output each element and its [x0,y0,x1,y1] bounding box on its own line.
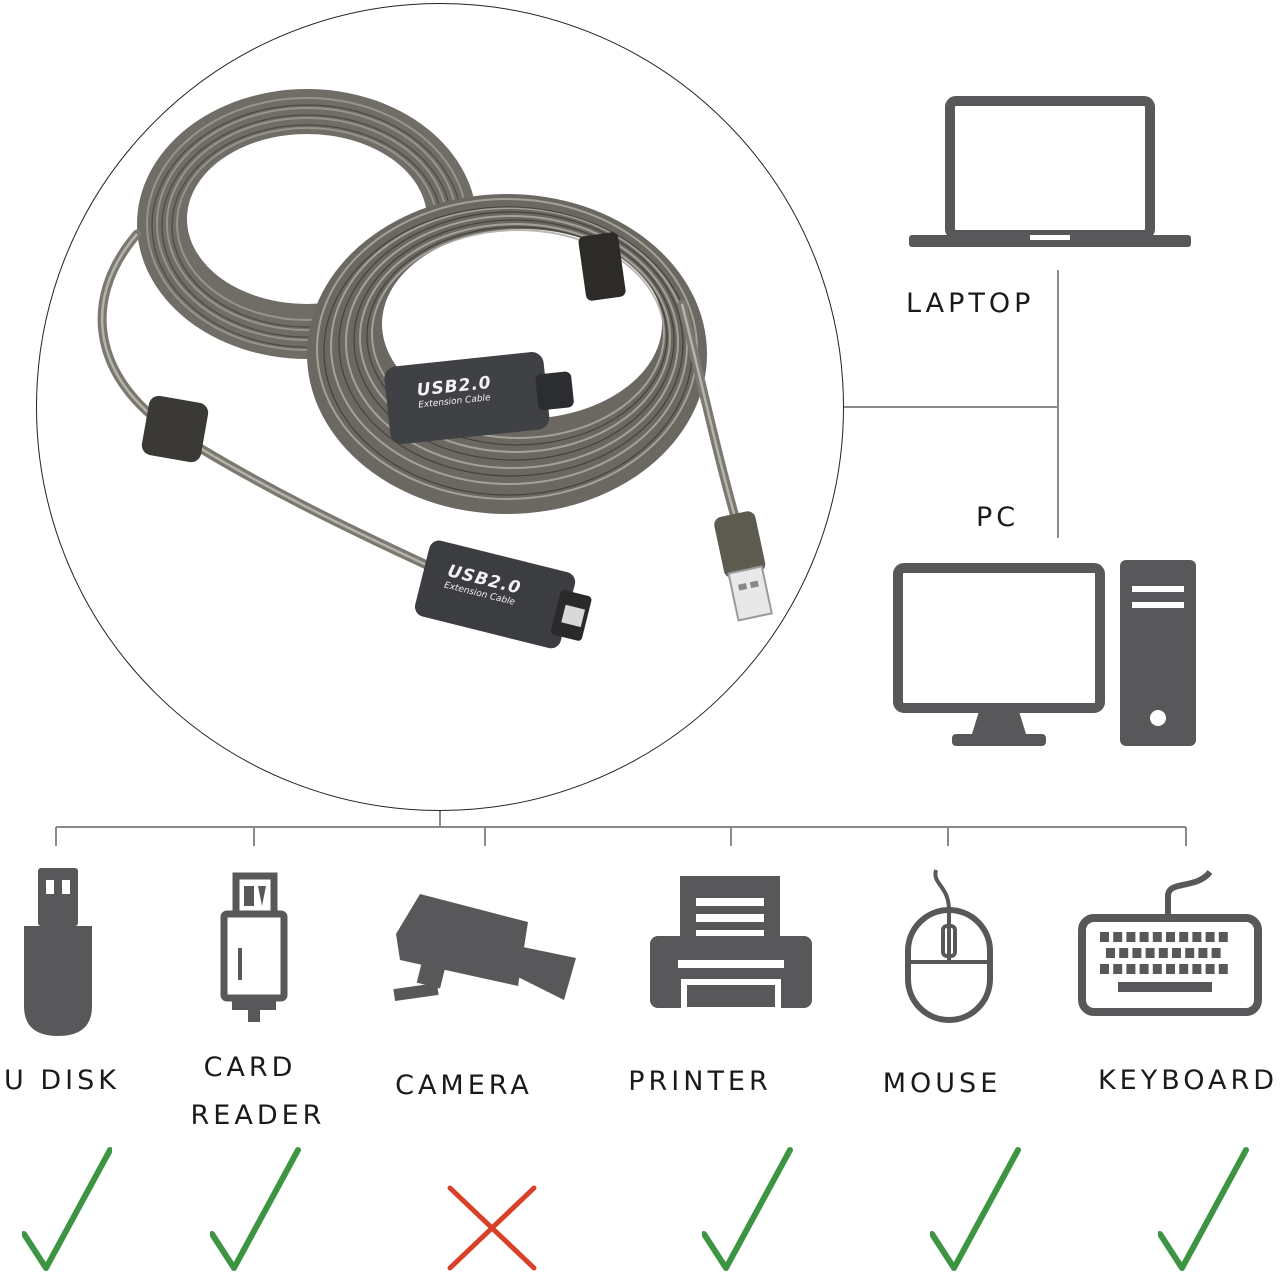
keyboard-key [1158,948,1168,958]
keyboard-key [1218,964,1228,974]
keyboard-key [1192,932,1202,942]
mouse-label: MOUSE [882,1068,1002,1099]
desktop-pc-icon [893,560,1196,746]
printer-label: PRINTER [628,1066,772,1097]
card-reader-supported-check-icon [210,1147,301,1271]
keyboard-key [1166,932,1175,942]
keyboard-key [1205,964,1215,974]
keyboard-key [1139,932,1149,942]
keyboard-key [1126,932,1136,942]
keyboard-key [1211,948,1221,958]
keyboard-key [1179,964,1189,974]
keyboard-key [1100,964,1109,974]
pc-label: PC [976,502,1020,533]
laptop-label: LAPTOP [906,288,1035,319]
u-disk-supported-check-icon [22,1147,112,1271]
keyboard-key [1192,964,1202,974]
printer-icon [650,876,812,1013]
usb-flash-drive-icon [24,868,92,1036]
female-usb-connector [414,540,592,649]
mouse-icon [905,869,993,1023]
keyboard-key [1113,964,1123,974]
keyboard-key [1218,932,1228,942]
cable-illustration [97,89,773,649]
u-disk-label: U DISK [4,1065,120,1096]
keyboard-key [1198,948,1208,958]
keyboard-key [1185,948,1195,958]
camera-label: CAMERA [395,1070,533,1101]
keyboard-keys [1098,930,1232,996]
keyboard-key [1139,964,1149,974]
product-photo: USB2.0 Extension Cable USB2.0 Extension … [36,3,844,811]
keyboard-key [1132,948,1142,958]
male-usb-connector [714,511,773,622]
keyboard-key [1166,964,1175,974]
keyboard-supported-check-icon [1158,1147,1249,1271]
keyboard-key [1172,948,1181,958]
laptop-icon [909,96,1191,247]
card-reader-label-line-2: READER [190,1100,326,1131]
repeater-module [384,352,574,444]
keyboard-spacebar [1118,982,1212,992]
card-reader-icon [220,872,288,1022]
keyboard-key [1152,964,1162,974]
camera-unsupported-cross-icon [447,1185,537,1271]
keyboard-key [1179,932,1189,942]
keyboard-key [1100,932,1109,942]
keyboard-label: KEYBOARD [1097,1065,1279,1096]
security-camera-icon [393,894,576,1002]
mouse-supported-check-icon [930,1147,1021,1271]
keyboard-key [1126,964,1136,974]
keyboard-key [1113,932,1123,942]
keyboard-key [1152,932,1162,942]
printer-supported-check-icon [702,1147,793,1271]
keyboard-key [1106,948,1115,958]
keyboard-key [1205,932,1215,942]
card-reader-label-line-1: CARD [203,1052,297,1083]
keyboard-key [1145,948,1155,958]
keyboard-icon [1078,869,1262,1016]
keyboard-key [1119,948,1129,958]
